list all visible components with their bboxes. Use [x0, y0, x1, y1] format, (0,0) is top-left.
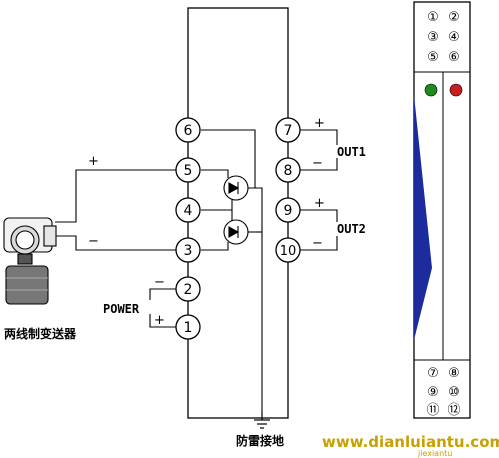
isolator-module [187, 7, 289, 419]
terminal-6-label: 6 [184, 123, 193, 139]
led-green [424, 83, 438, 97]
internal-wiring [201, 129, 263, 412]
watermark: www.dianluiantu.com [322, 433, 499, 451]
wire-3-internal [201, 242, 229, 251]
panel-terminal-5: ⑤ [427, 50, 439, 65]
panel-terminal-1: ① [427, 10, 439, 25]
power-minus-sign: − [154, 275, 165, 290]
panel-terminal-10: ⑩ [448, 385, 460, 400]
panel-bottom-terminals: ⑦ ⑧ ⑨ ⑩ ⑪ ⑫ [426, 366, 460, 418]
power-wiring [149, 288, 176, 328]
terminal-4: 4 [175, 197, 201, 223]
terminal-2: 2 [175, 276, 201, 302]
transmitter-minus-sign: − [88, 234, 99, 249]
terminal-9: 9 [275, 197, 301, 223]
wire-out1-plus [300, 129, 338, 145]
terminal-10-label: 10 [280, 244, 297, 259]
transmitter-icon [3, 217, 57, 305]
terminal-4-label: 4 [184, 203, 193, 219]
wire-power-minus [149, 288, 176, 300]
wire-transmitter-minus [55, 235, 176, 251]
out1-plus-sign: + [314, 116, 325, 131]
terminal-5-label: 5 [184, 163, 193, 179]
wire-6-internal [201, 129, 256, 175]
ground-symbol [254, 412, 270, 429]
transmitter-label: 两线制变送器 [4, 326, 77, 341]
terminal-3: 3 [175, 237, 201, 263]
output-wiring [300, 129, 338, 251]
panel-terminal-7: ⑦ [427, 366, 439, 381]
indicator-wedge [414, 95, 432, 340]
terminal-7: 7 [275, 117, 301, 143]
panel-terminal-12: ⑫ [447, 403, 460, 418]
panel-terminal-11: ⑪ [426, 403, 439, 418]
panel-terminal-8: ⑧ [448, 366, 460, 381]
wire-5-internal [201, 169, 229, 178]
panel-terminal-9: ⑨ [427, 385, 439, 400]
out2-label: OUT2 [337, 222, 366, 236]
out2-plus-sign: + [314, 196, 325, 211]
wire-transmitter-plus [55, 169, 176, 223]
transmitter-plus-sign: + [88, 154, 99, 169]
led-red [449, 83, 463, 97]
wire-out1-minus [300, 158, 338, 171]
wire-ground-bus [247, 187, 263, 412]
panel-top-terminals: ① ② ③ ④ ⑤ ⑥ [427, 10, 460, 65]
terminal-3-label: 3 [184, 243, 193, 259]
module-front-panel [413, 1, 471, 419]
terminal-5: 5 [175, 157, 201, 183]
power-plus-sign: + [154, 313, 165, 328]
wire-out2-minus [300, 236, 338, 251]
lightning-ground-label: 防雷接地 [236, 433, 284, 448]
transmitter-wiring [55, 169, 176, 251]
terminal-8-label: 8 [284, 163, 293, 179]
out2-minus-sign: − [312, 236, 323, 251]
terminal-10: 10 [275, 237, 301, 263]
out1-minus-sign: − [312, 156, 323, 171]
module-body [187, 7, 289, 419]
panel-terminal-4: ④ [448, 30, 460, 45]
wire-power-plus [149, 314, 176, 328]
power-label: POWER [103, 302, 140, 316]
terminal-7-label: 7 [284, 123, 293, 139]
terminal-8: 8 [275, 157, 301, 183]
terminal-6: 6 [175, 117, 201, 143]
terminal-1: 1 [175, 314, 201, 340]
tvs-diode-lower [223, 219, 249, 245]
terminal-2-label: 2 [184, 282, 193, 298]
panel-terminal-3: ③ [427, 30, 439, 45]
terminal-9-label: 9 [284, 203, 293, 219]
panel-terminal-6: ⑥ [448, 50, 460, 65]
wire-out2-plus [300, 209, 338, 222]
terminal-1-label: 1 [184, 320, 193, 336]
out1-label: OUT1 [337, 145, 366, 159]
watermark-sub: jiexiantu [417, 449, 452, 458]
panel-terminal-2: ② [448, 10, 460, 25]
tvs-diode-upper [223, 175, 249, 201]
